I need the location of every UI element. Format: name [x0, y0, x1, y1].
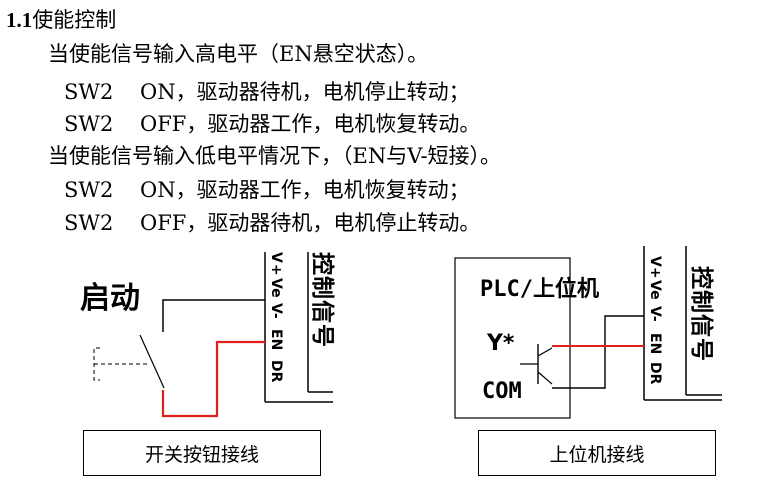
switch-button-dashed — [93, 347, 100, 381]
terminal-label-dr: DR — [647, 362, 663, 385]
switch-blade — [139, 334, 165, 389]
terminal-label-vminus: V- — [647, 306, 663, 322]
button-wiring-diagram: 启动 V+ Ve V- EN DR 控制信号 — [80, 252, 336, 418]
plc-box — [454, 257, 571, 419]
paragraph-line: SW2 ON，驱动器工作，电机恢复转动； — [64, 178, 470, 202]
switch-label: SW2 — [64, 211, 114, 235]
terminal-label-dr: DR — [268, 360, 284, 383]
switch-label: SW2 — [64, 112, 114, 136]
terminal-label-vplus: V+ — [647, 256, 663, 279]
y-output-label: Y* — [486, 331, 515, 356]
paragraph-line: SW2 OFF，驱动器待机，电机停止转动。 — [64, 211, 480, 235]
plc-wiring-caption: 上位机接线 — [478, 430, 716, 476]
terminal-label-en: EN — [268, 329, 284, 350]
paragraph-line: SW2 OFF，驱动器工作，电机恢复转动。 — [64, 112, 480, 136]
plc-label: PLC/上位机 — [480, 276, 599, 302]
paragraph-line: 当使能信号输入高电平（EN悬空状态）。 — [48, 42, 429, 66]
terminal-label-vplus: V+ — [268, 252, 284, 277]
paragraph-line: SW2 ON，驱动器待机，电机停止转动； — [64, 80, 470, 104]
switch-description: OFF，驱动器工作，电机恢复转动。 — [140, 112, 481, 136]
section-heading: 1.1使能控制 — [6, 8, 116, 32]
section-title: 使能控制 — [32, 8, 117, 32]
switch-label: SW2 — [64, 178, 114, 202]
switch-label: SW2 — [64, 80, 114, 104]
terminal-label-ve: Ve — [268, 278, 284, 298]
section-number: 1.1 — [6, 8, 33, 32]
transistor-collector — [537, 347, 553, 357]
transistor-emitter — [537, 371, 553, 385]
terminal-label-en: EN — [647, 333, 663, 354]
wire-en-red — [161, 340, 265, 418]
switch-description: OFF，驱动器待机，电机停止转动。 — [140, 211, 481, 235]
button-wiring-caption: 开关按钮接线 — [83, 430, 321, 476]
switch-description: ON，驱动器待机，电机停止转动； — [140, 80, 470, 104]
terminal-label-ve: Ve — [647, 280, 663, 300]
start-label: 启动 — [80, 281, 140, 316]
control-signal-label: 控制信号 — [688, 266, 715, 362]
switch-description: ON，驱动器工作，电机恢复转动； — [140, 178, 470, 202]
wire-vminus — [162, 299, 265, 332]
control-signal-label: 控制信号 — [309, 252, 336, 348]
paragraph-line: 当使能信号输入低电平情况下，（EN与V-短接）。 — [48, 144, 502, 168]
plc-wiring-diagram: PLC/上位机 Y* COM V+ Ve V- EN DR 控制信号 — [454, 246, 722, 419]
com-label: COM — [482, 379, 522, 404]
wire-vminus — [552, 315, 644, 389]
terminal-label-vminus: V- — [268, 303, 284, 319]
